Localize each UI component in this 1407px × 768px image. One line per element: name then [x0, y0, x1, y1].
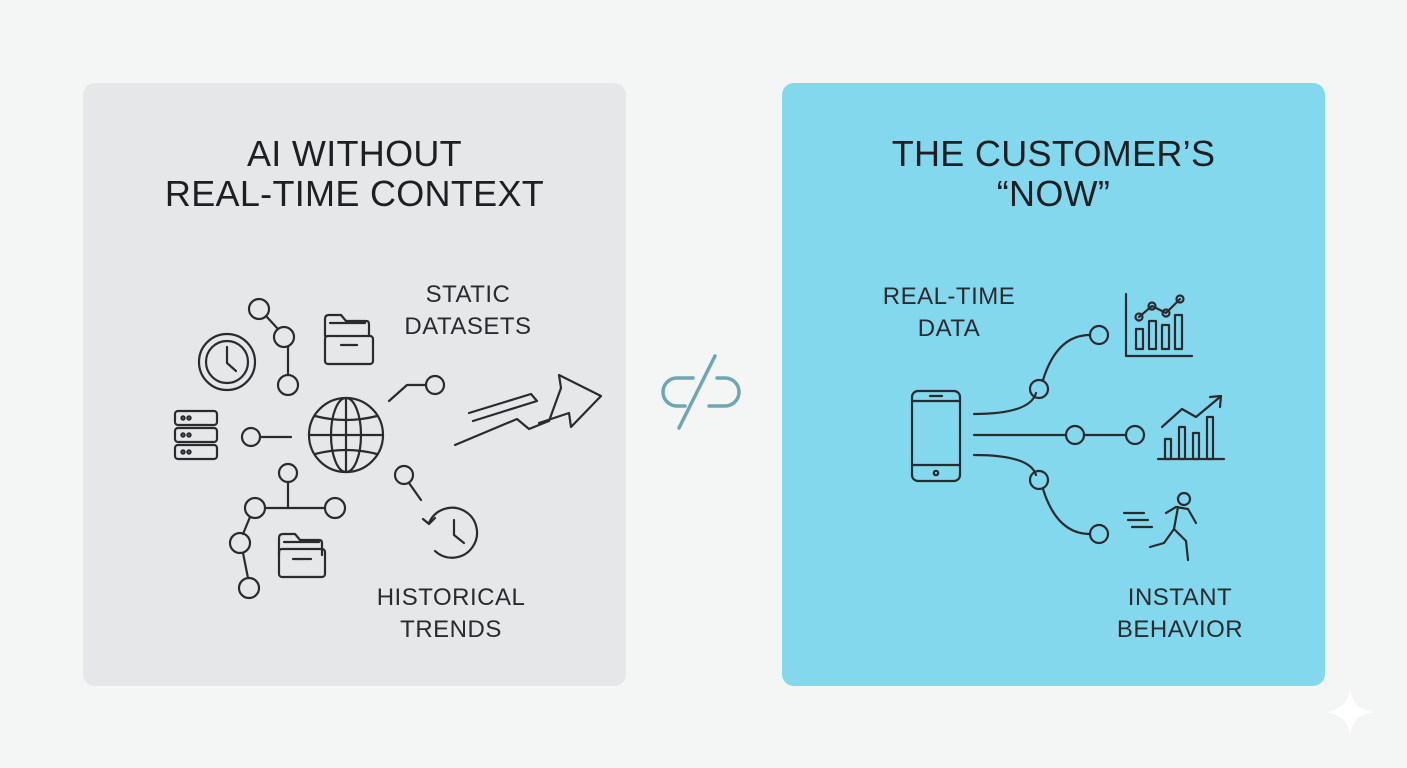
arrow-icon	[453, 373, 603, 447]
folder-icon	[277, 532, 327, 579]
middle-branch-icon	[972, 424, 1146, 446]
history-node-icon	[393, 464, 423, 502]
left-panel: AI WITHOUT REAL-TIME CONTEXT STATIC DATA…	[83, 83, 626, 686]
right-panel-title: THE CUSTOMER’S “NOW”	[782, 134, 1325, 214]
folder-icon	[323, 313, 375, 366]
instant-behavior-label: INSTANT BEHAVIOR	[1116, 584, 1244, 643]
left-title-line1: AI WITHOUT	[247, 133, 462, 174]
bar-line-chart-icon	[1124, 292, 1194, 358]
bottom-branch-icon	[972, 453, 1110, 545]
left-illustration	[173, 297, 603, 600]
top-node-chain-icon	[247, 297, 300, 397]
clock-icon	[197, 332, 257, 392]
top-branch-icon	[972, 324, 1110, 416]
historical-trends-label: HISTORICAL TRENDS	[376, 584, 526, 643]
server-icon	[173, 409, 219, 461]
right-node-icon	[387, 374, 446, 403]
sparkle-icon	[1327, 689, 1373, 735]
left-panel-title: AI WITHOUT REAL-TIME CONTEXT	[83, 134, 626, 214]
left-node-icon	[240, 426, 293, 448]
running-person-icon	[1122, 491, 1198, 562]
phone-icon	[910, 389, 962, 483]
real-time-data-label: REAL-TIME DATA	[882, 283, 1016, 342]
left-title-line2: REAL-TIME CONTEXT	[164, 173, 545, 214]
broken-link-icon	[661, 354, 741, 430]
right-illustration	[910, 292, 1226, 562]
right-panel: THE CUSTOMER’S “NOW” REAL-TIME DATA INST…	[782, 83, 1325, 686]
history-clock-icon	[421, 506, 479, 559]
globe-icon	[307, 396, 385, 474]
bottom-node-tree-icon	[228, 462, 347, 600]
right-title-line1: THE CUSTOMER’S	[891, 133, 1216, 174]
right-title-line2: “NOW”	[996, 173, 1111, 214]
growth-chart-icon	[1156, 394, 1226, 461]
static-datasets-label: STATIC DATASETS	[404, 281, 532, 340]
